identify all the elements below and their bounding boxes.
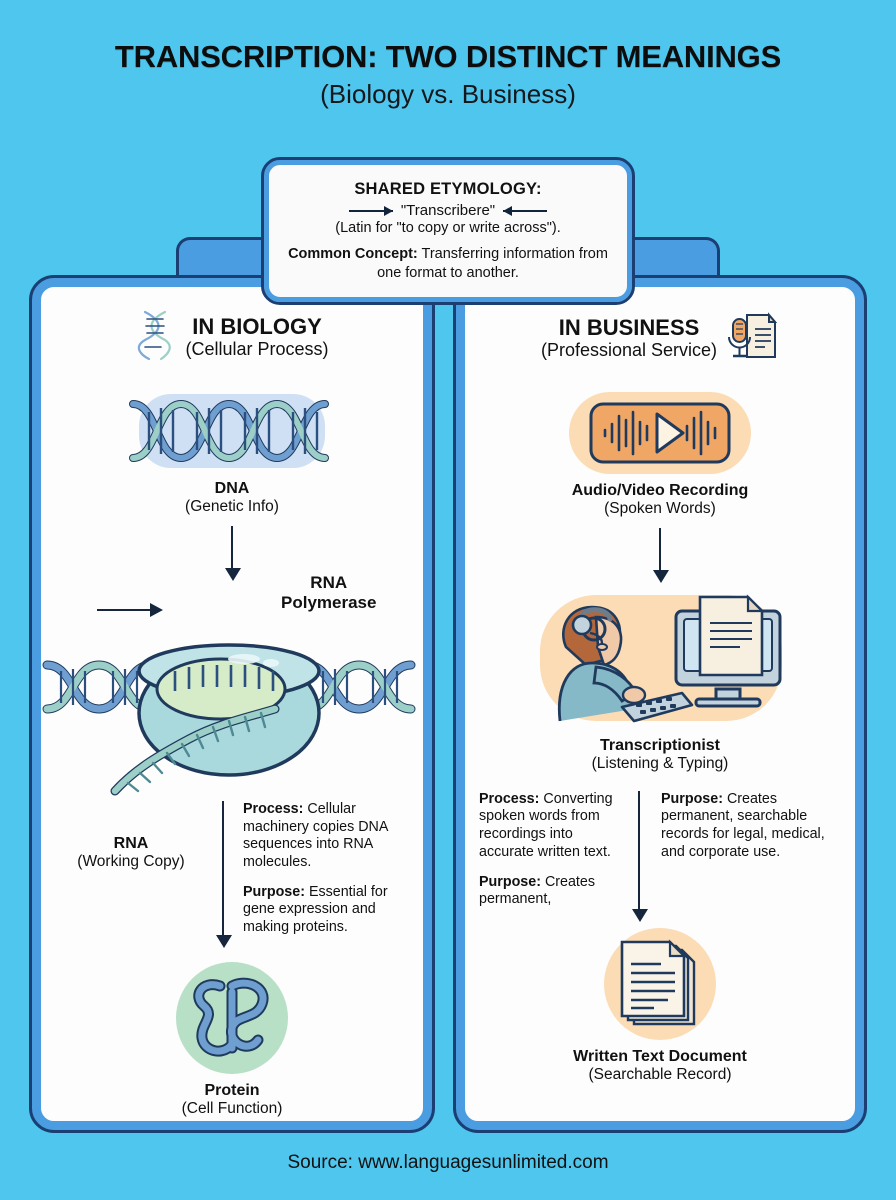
business-details-left: Process: Converting spoken words from re… <box>479 791 629 909</box>
transcriptionist-typing-icon <box>530 589 790 729</box>
business-purpose-right-label: Purpose: <box>661 790 723 807</box>
biology-details: Process: Cellular machinery copies DNA s… <box>231 795 409 937</box>
biology-process-label: Process: <box>243 800 304 817</box>
business-header: IN BUSINESS (Professional Service) <box>465 309 855 368</box>
protein-sublabel: (Cell Function) <box>181 1099 283 1117</box>
biology-header: IN BIOLOGY (Cellular Process) <box>41 309 423 366</box>
etymology-common-concept: Common Concept: Transferring information… <box>283 245 613 281</box>
biology-step-protein: Protein (Cell Function) <box>41 961 423 1118</box>
audio-waveform-play-icon <box>569 392 751 474</box>
business-purpose-left-text: Creates permanent, <box>479 873 596 908</box>
business-step-document: Written Text Document (Searchable Record… <box>465 927 855 1084</box>
dna-sublabel: (Genetic Info) <box>185 498 279 515</box>
transcriptionist-label: Transcriptionist <box>599 736 721 754</box>
etymology-term-row: "Transcribere" <box>348 202 548 220</box>
document-label: Written Text Document <box>573 1047 747 1065</box>
business-purpose-right-text: Creates permanent, searchable records fo… <box>661 790 825 860</box>
business-detail-purpose-left: Purpose: Creates permanent, <box>479 874 629 909</box>
dna-label: DNA <box>214 480 250 497</box>
business-arrow-recording-to-transcriptionist <box>465 527 855 583</box>
business-process-label: Process: <box>479 790 540 807</box>
business-purpose-left-label: Purpose: <box>479 873 541 890</box>
protein-label: Protein <box>204 1081 260 1099</box>
biology-panel: IN BIOLOGY (Cellular Process) <box>29 275 435 1133</box>
common-concept-label: Common Concept: <box>288 246 418 263</box>
business-process-text: Converting spoken words from recordings … <box>479 790 613 860</box>
rna-polymerase-icon: RNA Polymerase <box>41 573 423 796</box>
business-step-recording: Audio/Video Recording (Spoken Words) <box>465 392 855 518</box>
biology-step-rna: RNA (Working Copy) <box>47 795 215 871</box>
page-title: TRANSCRIPTION: TWO DISTINCT MEANINGS <box>114 39 782 74</box>
biology-rna-row: RNA (Working Copy) Process: Cellular mac… <box>41 795 423 948</box>
biology-purpose-text: Essential for gene expression and making… <box>243 883 388 936</box>
protein-fold-icon <box>176 961 288 1074</box>
dna-double-helix-icon <box>127 390 337 472</box>
business-subtitle: (Professional Service) <box>540 340 718 361</box>
business-step-transcriptionist: Transcriptionist (Listening & Typing) <box>465 589 855 773</box>
etymology-heading: SHARED ETYMOLOGY: <box>354 180 542 199</box>
biology-detail-process: Process: Cellular machinery copies DNA s… <box>243 801 409 872</box>
footer-source: Source: www.languagesunlimited.com <box>287 1152 609 1173</box>
business-detail-purpose-right: Purpose: Creates permanent, searchable r… <box>661 791 841 862</box>
business-details-row: Process: Converting spoken words from re… <box>465 790 855 922</box>
biology-purpose-label: Purpose: <box>243 883 305 900</box>
transcriptionist-sublabel: (Listening & Typing) <box>591 754 729 772</box>
biology-arrow-rna-to-protein <box>215 795 232 948</box>
stacked-documents-icon <box>604 927 716 1040</box>
etymology-latin-gloss: (Latin for "to copy or write across"). <box>335 220 561 237</box>
arrow-right-icon <box>348 205 393 217</box>
shared-etymology-box: SHARED ETYMOLOGY: "Transcribere" (Latin … <box>261 157 635 305</box>
biology-step-dna: DNA (Genetic Info) <box>41 390 423 516</box>
page-header: TRANSCRIPTION: TWO DISTINCT MEANINGS (Bi… <box>0 39 896 110</box>
business-details-right: Purpose: Creates permanent, searchable r… <box>649 791 841 862</box>
biology-subtitle: (Cellular Process) <box>185 339 329 360</box>
etymology-term: "Transcribere" <box>400 202 496 220</box>
rna-sublabel: (Working Copy) <box>77 852 185 870</box>
enzyme-label-line1: RNA <box>310 572 348 592</box>
enzyme-label: RNA Polymerase <box>281 573 376 614</box>
business-detail-process: Process: Converting spoken words from re… <box>479 791 629 862</box>
recording-sublabel: (Spoken Words) <box>604 500 716 517</box>
business-panel: IN BUSINESS (Professional Service) <box>453 275 867 1133</box>
microphone-document-icon <box>727 309 779 368</box>
business-title: IN BUSINESS <box>558 314 700 340</box>
arrow-left-icon <box>503 205 548 217</box>
biology-arrow-dna-to-rna <box>41 525 423 581</box>
biology-detail-purpose: Purpose: Essential for gene expression a… <box>243 884 409 937</box>
transcription-direction-arrow <box>97 602 163 617</box>
business-arrow-to-document <box>629 790 649 922</box>
biology-title: IN BIOLOGY <box>192 313 322 339</box>
document-sublabel: (Searchable Record) <box>588 1065 732 1083</box>
biology-process-text: Cellular machinery copies DNA sequences … <box>243 800 388 870</box>
common-concept-text: Transferring information from one format… <box>377 246 608 281</box>
rna-label: RNA <box>113 834 149 852</box>
dna-helix-icon <box>135 309 175 366</box>
page-subtitle: (Biology vs. Business) <box>320 79 576 110</box>
recording-label: Audio/Video Recording <box>571 482 749 499</box>
enzyme-label-line2: Polymerase <box>281 593 377 613</box>
